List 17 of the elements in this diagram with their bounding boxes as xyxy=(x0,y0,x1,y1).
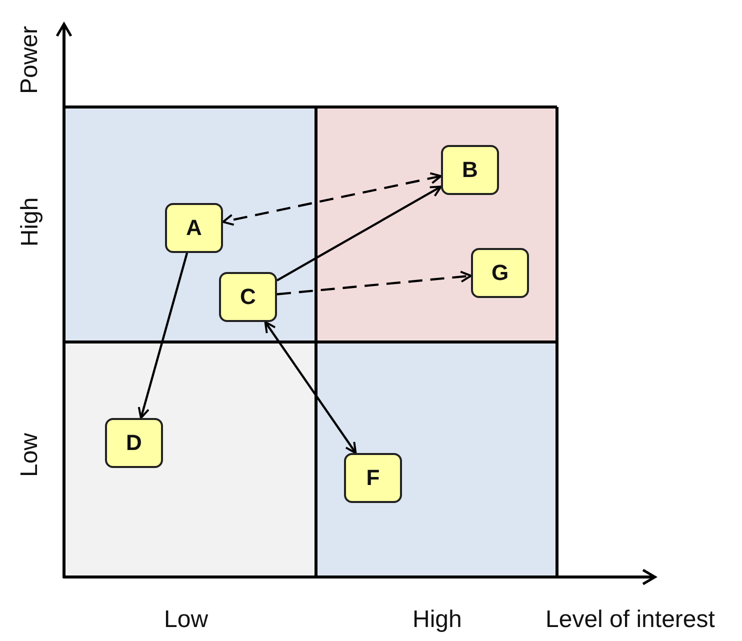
stakeholder-box: C xyxy=(219,272,277,322)
arrow xyxy=(138,252,188,419)
stakeholder-box: F xyxy=(344,453,402,503)
stakeholder-box: G xyxy=(471,248,529,298)
axis-title: Power xyxy=(16,26,44,94)
stakeholder-box: A xyxy=(165,203,223,253)
axis-tick-label: High xyxy=(412,606,462,634)
axis-tick-label: Low xyxy=(164,606,208,634)
arrow xyxy=(222,172,442,226)
stakeholder-box: D xyxy=(105,418,163,468)
axis-tick-label: High xyxy=(16,197,44,247)
arrow xyxy=(264,321,357,454)
arrow xyxy=(276,270,472,296)
axis-title: Level of interest xyxy=(546,606,715,634)
stakeholder-box: B xyxy=(441,145,499,195)
axis-tick-label: Low xyxy=(16,432,44,478)
arrow xyxy=(276,186,442,282)
